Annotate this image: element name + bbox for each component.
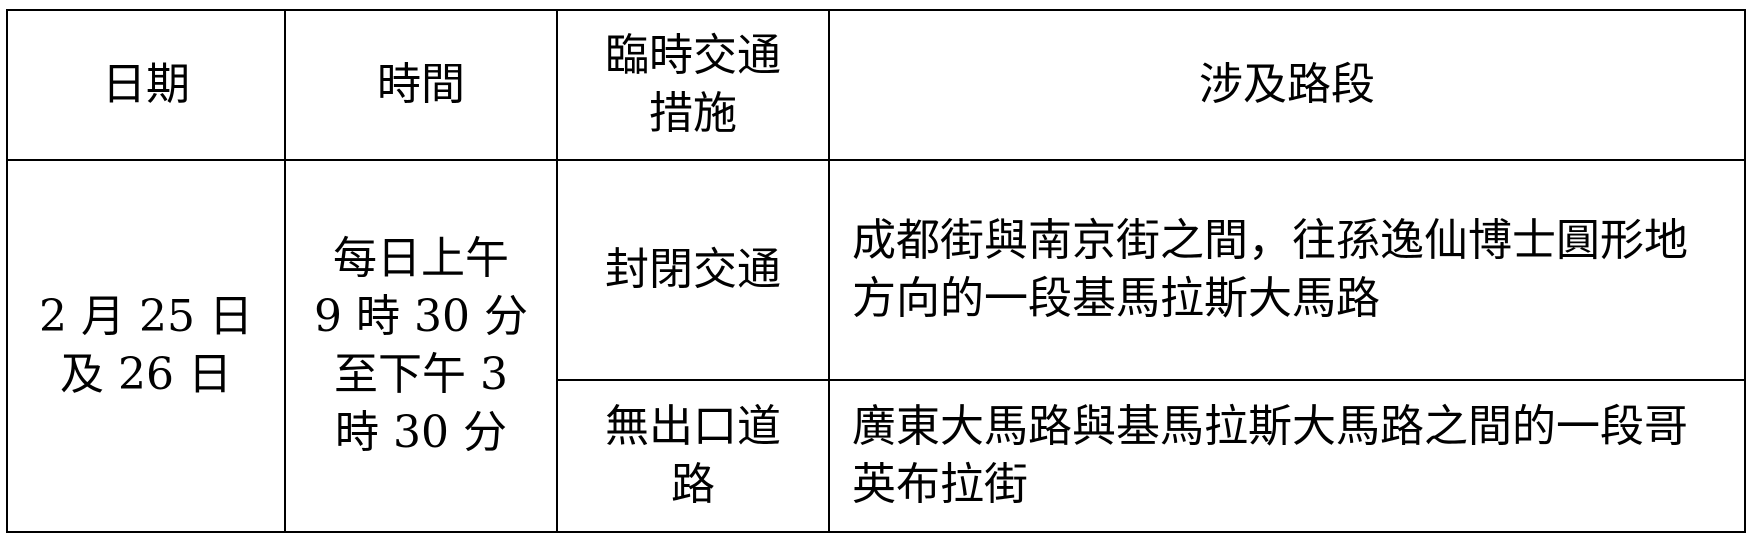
route-cell: 成都街與南京街之間，往孫逸仙博士圓形地方向的一段基馬拉斯大馬路	[828, 159, 1746, 381]
measure-cell: 封閉交通	[556, 159, 830, 381]
header-date-label: 日期	[102, 59, 190, 110]
header-measure-label: 臨時交通 措施	[605, 27, 781, 143]
header-date: 日期	[6, 9, 286, 161]
header-time-label: 時間	[377, 59, 465, 110]
date-line-1: 2 月 25 日	[39, 291, 253, 342]
time-line-1: 每日上午	[332, 233, 509, 284]
time-cell: 每日上午 9 時 30 分 至下午 3 時 30 分	[284, 159, 558, 533]
header-measure-line-2: 措施	[649, 88, 737, 139]
route-deadend: 廣東大馬路與基馬拉斯大馬路之間的一段哥英布拉街	[852, 401, 1688, 510]
table-row: 2 月 25 日 及 26 日 每日上午 9 時 30 分 至下午 3 時 30…	[6, 159, 1746, 533]
route-cell: 廣東大馬路與基馬拉斯大馬路之間的一段哥英布拉街	[828, 379, 1746, 533]
time-line-3: 至下午 3	[334, 349, 508, 400]
date-line-2: 及 26 日	[60, 349, 232, 400]
measure-deadend: 無出口道 路	[605, 398, 781, 514]
header-measure: 臨時交通 措施	[556, 9, 830, 161]
header-route-label: 涉及路段	[1199, 59, 1375, 110]
table-row: 無出口道 路 廣東大馬路與基馬拉斯大馬路之間的一段哥英布拉街	[7, 379, 1746, 533]
measure-deadend-line-2: 路	[671, 459, 715, 510]
time-line-2: 9 時 30 分	[314, 291, 528, 342]
traffic-measures-table: 日期 時間 臨時交通 措施 涉及路段 2 月 25 日 及 26 日 每日上午 …	[6, 9, 1746, 533]
table-header-row: 日期 時間 臨時交通 措施 涉及路段	[6, 9, 1746, 161]
time-value: 每日上午 9 時 30 分 至下午 3 時 30 分	[314, 230, 528, 462]
route-closure: 成都街與南京街之間，往孫逸仙博士圓形地方向的一段基馬拉斯大馬路	[852, 215, 1688, 324]
time-line-4: 時 30 分	[335, 407, 507, 458]
measure-closure: 封閉交通	[605, 244, 781, 295]
measure-deadend-line-1: 無出口道	[605, 401, 781, 452]
date-value: 2 月 25 日 及 26 日	[39, 288, 253, 404]
measure-cell: 無出口道 路	[556, 379, 830, 533]
date-cell: 2 月 25 日 及 26 日	[6, 159, 286, 533]
header-route: 涉及路段	[828, 9, 1746, 161]
header-time: 時間	[284, 9, 558, 161]
header-measure-line-1: 臨時交通	[605, 30, 781, 81]
